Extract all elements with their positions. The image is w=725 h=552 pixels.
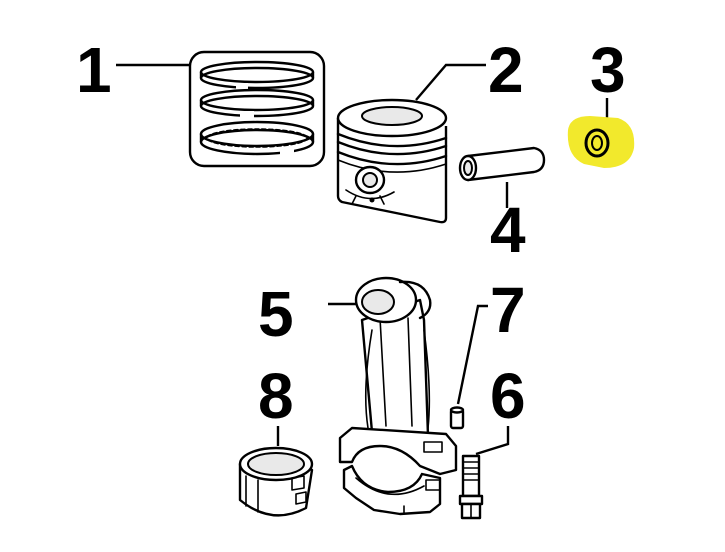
callout-number-3: 3 — [590, 34, 626, 106]
piston-pin-part[interactable] — [458, 146, 546, 182]
ring-middle — [199, 88, 315, 119]
callout-number-6: 6 — [490, 360, 526, 432]
ring-oil — [199, 120, 315, 157]
leader-line-7 — [456, 304, 488, 405]
callout-number-1: 1 — [76, 34, 112, 106]
dowel-part[interactable] — [449, 406, 465, 430]
callout-8[interactable]: 8 — [258, 360, 294, 446]
callout-5[interactable]: 5 — [258, 278, 358, 350]
callout-number-7: 7 — [490, 274, 526, 346]
callout-1[interactable]: 1 — [76, 34, 190, 106]
leader-line-2 — [415, 63, 486, 101]
callout-6[interactable]: 6 — [475, 360, 526, 456]
callout-3[interactable]: 3 — [590, 34, 626, 126]
callout-2[interactable]: 2 — [415, 34, 524, 106]
circlip-part[interactable] — [567, 116, 635, 168]
callout-number-8: 8 — [258, 360, 294, 432]
callout-4[interactable]: 4 — [490, 182, 526, 266]
piston-rings-part[interactable] — [188, 50, 326, 168]
piston-part[interactable] — [336, 98, 448, 224]
bushing-part[interactable] — [238, 446, 314, 517]
callout-number-5: 5 — [258, 278, 294, 350]
connecting-rod-part[interactable] — [338, 276, 458, 516]
leader-line-6 — [475, 426, 510, 456]
ring-top — [199, 60, 315, 91]
rod-bolt-part[interactable] — [458, 454, 484, 520]
callout-number-2: 2 — [488, 34, 524, 106]
callout-7[interactable]: 7 — [456, 274, 526, 405]
